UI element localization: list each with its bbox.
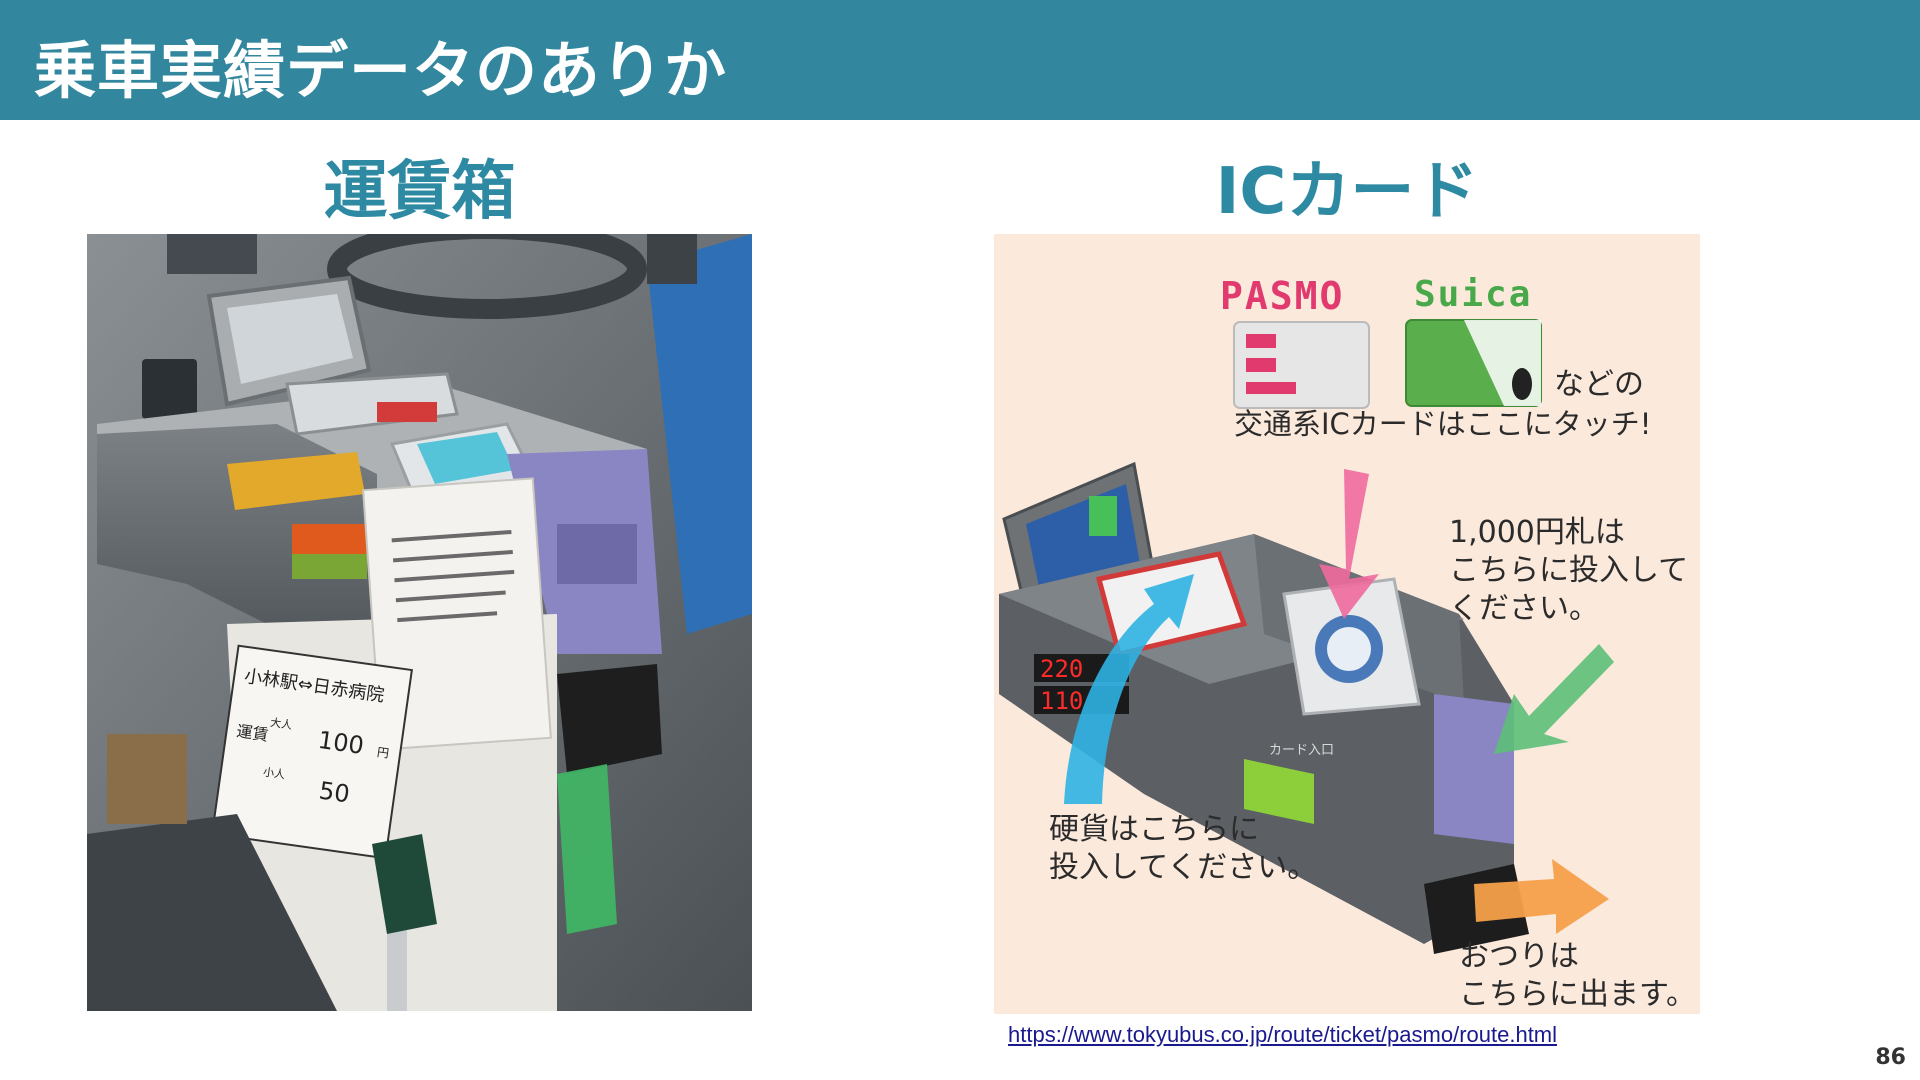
fare-sign-child-label: 小人 — [262, 765, 286, 781]
fare-sign-yen: 円 — [376, 745, 390, 761]
fare-box-photo-art: 小林駅⇔日赤病院 運賃 大人 100 小人 50 円 — [87, 234, 752, 1011]
touch-caption-line2: 交通系ICカードはここにタッチ! — [1234, 407, 1651, 441]
fare-sign-child-fare: 50 — [317, 776, 351, 808]
bill-arrow — [1494, 644, 1614, 754]
bill-caption-line1: 1,000円札は — [1449, 515, 1625, 550]
pasmo-card — [1233, 321, 1370, 409]
fare-sign-adult-fare: 100 — [316, 726, 365, 760]
pasmo-logo: PASMO — [1220, 274, 1345, 318]
title-bar: 乗車実績データのありか — [0, 0, 1920, 120]
ic-card-fare-box-illustration: PASMO Suica — [994, 234, 1700, 1014]
ic-card-illustration-art: 220 110 カード入口 などの 交通系ICカードはここにタッチ! 1,000… — [999, 319, 1696, 1012]
change-arrow — [1474, 859, 1609, 934]
suica-card — [1405, 319, 1542, 407]
notice-text-lines — [391, 530, 515, 623]
touch-arrow — [1319, 469, 1379, 619]
fare-sign-adult-label: 大人 — [269, 715, 293, 732]
source-link[interactable]: https://www.tokyubus.co.jp/route/ticket/… — [1008, 1022, 1558, 1047]
led-display-top: 220 — [1040, 655, 1083, 683]
suica-logo: Suica — [1414, 274, 1533, 315]
coin-arrow — [1064, 574, 1194, 804]
touch-caption-line1: などの — [1554, 367, 1644, 402]
card-slot-label: カード入口 — [1269, 743, 1334, 758]
fare-box-photo: 小林駅⇔日赤病院 運賃 大人 100 小人 50 円 — [87, 234, 752, 1011]
fare-sign-fare-label: 運賃 — [235, 721, 269, 744]
fare-box-heading: 運賃箱 — [323, 155, 516, 229]
led-display-bottom: 110 — [1040, 687, 1083, 715]
fare-sign: 小林駅⇔日赤病院 運賃 大人 100 小人 50 円 — [210, 644, 413, 860]
coin-caption-line1: 硬貨はこちらに — [1049, 812, 1259, 847]
change-caption-line2: こちらに出ます。 — [1459, 977, 1696, 1012]
slide-title: 乗車実績データのありか — [34, 34, 728, 107]
ic-card-heading: ICカード — [1215, 155, 1479, 229]
change-caption-line1: おつりは — [1459, 939, 1579, 974]
page-number: 86 — [1875, 1045, 1906, 1070]
coin-caption-line2: 投入してください。 — [1049, 850, 1317, 885]
bill-caption-line3: ください。 — [1449, 591, 1599, 626]
bill-caption-line2: こちらに投入して — [1449, 553, 1688, 588]
